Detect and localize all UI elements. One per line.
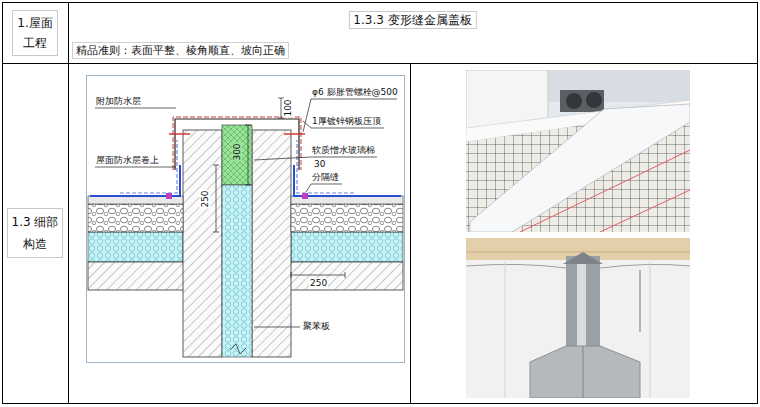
callout-label: 附加防水层 xyxy=(96,96,141,107)
bolt xyxy=(169,133,190,135)
panel-seam xyxy=(505,262,506,398)
drawing-frame xyxy=(87,76,405,363)
dimension-text: 300 xyxy=(232,142,243,161)
table-border xyxy=(3,3,758,404)
insulation-band xyxy=(88,232,183,262)
table-cell: 1.3.3 变形缝金属盖板精品准则：表面平整、棱角顺直、坡向正确 xyxy=(68,2,757,63)
panel-seam xyxy=(650,262,651,398)
leader-line xyxy=(303,99,397,132)
leader-line xyxy=(95,167,176,168)
waterproof-layer xyxy=(90,165,180,196)
rod xyxy=(640,270,641,332)
cover-fold xyxy=(583,346,584,398)
metal-cover xyxy=(566,256,600,360)
callout-label: 屋面防水层卷上 xyxy=(96,155,159,166)
column-line xyxy=(410,63,411,403)
photo-roof-joint xyxy=(466,70,690,232)
section-drawing xyxy=(88,98,403,357)
fan xyxy=(586,92,602,108)
metal-cap xyxy=(175,119,299,170)
glass-wool-fill xyxy=(222,125,252,185)
eps-board-fill xyxy=(222,185,252,357)
red-line xyxy=(600,190,690,232)
fan xyxy=(566,93,582,109)
column-line xyxy=(68,2,69,403)
photo-background xyxy=(466,238,690,398)
cell-heading: 1.3.3 变形缝金属盖板 xyxy=(348,11,476,29)
leader-line xyxy=(254,327,300,328)
cell-heading: 1.屋面 工程 xyxy=(12,10,58,56)
callout-label: 软质憎水玻璃棉 xyxy=(312,145,375,156)
metal-cover xyxy=(470,104,690,232)
equipment xyxy=(560,90,604,112)
leader-lines xyxy=(95,99,397,327)
joint-mark xyxy=(166,193,172,199)
table-cell: 1.3 细部 构造 xyxy=(2,63,68,403)
cover-top xyxy=(563,252,603,264)
dimension-text: 100 xyxy=(283,98,294,117)
cover-base xyxy=(530,346,640,398)
waterproof-layer xyxy=(294,165,401,196)
leader-line xyxy=(306,184,342,192)
joint-mark xyxy=(302,193,308,199)
metal-cap-outline xyxy=(173,117,301,170)
cell-note: 精品准则：表面平整、棱角顺直、坡向正确 xyxy=(72,42,289,59)
red-line xyxy=(520,150,690,232)
dimension-text: 30 xyxy=(314,159,325,170)
table-cell: 1.屋面 工程 xyxy=(2,2,68,63)
dimension-line xyxy=(213,165,219,232)
cell-heading: 1.3 细部 构造 xyxy=(7,208,63,258)
concrete-parapet xyxy=(252,130,291,357)
gravel-layer xyxy=(291,204,403,232)
bolt xyxy=(284,133,305,135)
photo-wall-joint xyxy=(466,238,690,398)
leader-line xyxy=(95,108,176,109)
callout-label: 1厚镀锌钢板压顶 xyxy=(312,116,381,127)
callout-label: 聚苯板 xyxy=(303,321,330,332)
extra-waterproof-layer xyxy=(120,140,177,193)
dimension-text: 250 xyxy=(200,189,211,208)
insulation-band xyxy=(291,232,403,262)
metal-shine xyxy=(577,256,586,360)
beam-line xyxy=(466,252,690,253)
callout-label: φ6 膨胀管螺栓@500 xyxy=(312,87,398,98)
gravel-layer xyxy=(88,204,183,232)
row-line xyxy=(2,63,757,64)
break-mark xyxy=(230,344,246,354)
concrete-parapet xyxy=(183,130,222,357)
dimension-line xyxy=(245,125,251,185)
dimension-text: 250 xyxy=(309,278,328,289)
photo-background xyxy=(466,70,690,232)
callout-label: 分隔缝 xyxy=(312,172,339,183)
